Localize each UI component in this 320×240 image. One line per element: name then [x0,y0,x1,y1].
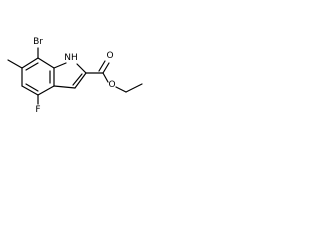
bond-ch2-ch3 [125,83,143,93]
atom-label-ester-oxygen: O [108,80,115,90]
bond-c6-c7 [21,57,39,69]
bond-c7a-n1 [53,62,67,69]
bond-c6-methyl [7,59,23,69]
bond-c3-c3a [53,85,76,89]
pyrrole-ring [53,62,87,89]
bond-n1-c2 [76,63,87,74]
ethyl-ester-group [85,60,143,93]
chemical-structure-diagram: Br NH F O O [7,37,143,115]
bond-carbonyl-o-ester [102,72,109,83]
double-bond-c4-c5 [25,83,39,92]
double-bond-carbonyl-o [98,60,106,72]
atom-label-nh: NH [64,53,78,63]
atom-label-carbonyl-oxygen: O [106,51,113,61]
atom-label-bromine: Br [33,37,43,47]
atom-label-fluorine: F [35,105,40,115]
bond-c7-c7a [37,57,55,69]
bond-c3a-c4 [37,85,55,96]
bond-o-ch2 [115,86,127,93]
bond-carbonyl-o [102,62,110,74]
bond-c2-c3 [74,72,87,89]
bond-c4-c5 [21,85,39,96]
double-bond-c6-c7 [25,62,39,71]
benzene-ring [21,57,55,96]
double-bond-c2-c3 [72,73,83,86]
